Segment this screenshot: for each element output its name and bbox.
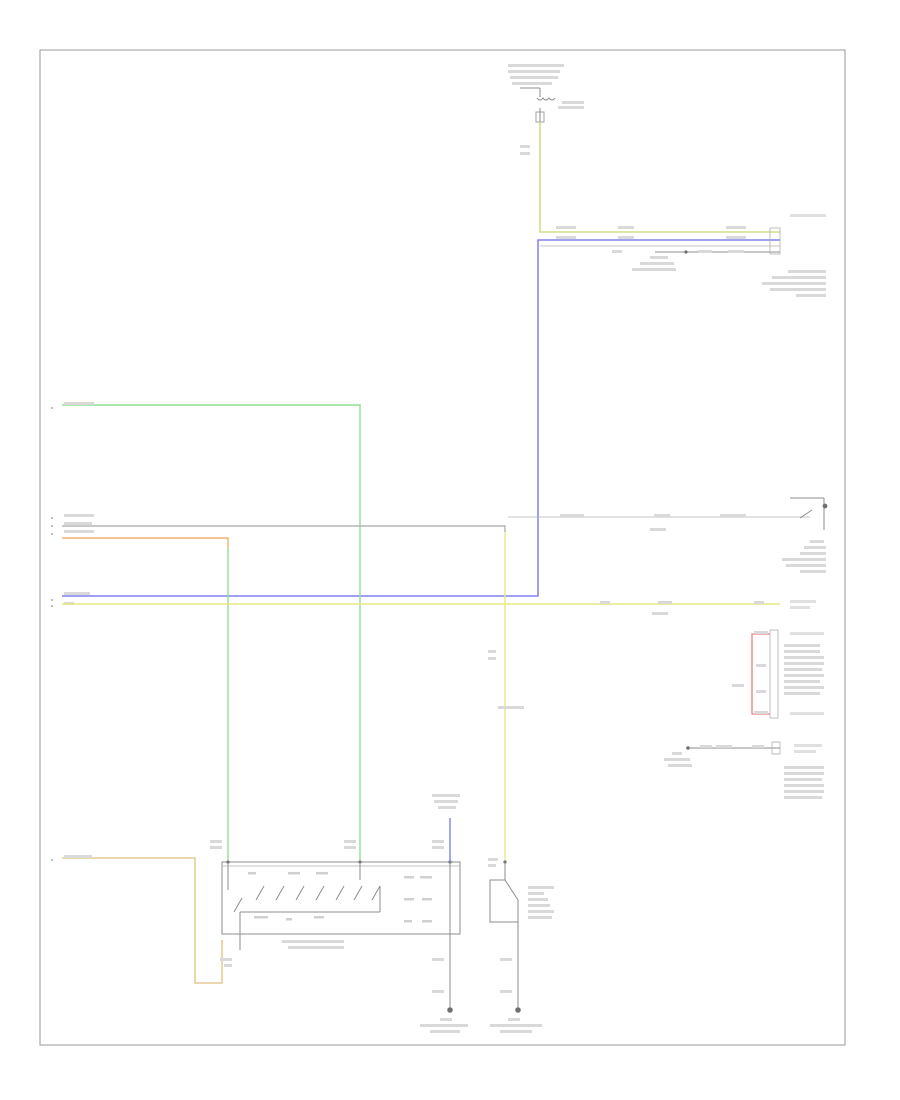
diagram-frame xyxy=(39,49,846,1046)
fuel-level-sensor-connector xyxy=(540,214,826,297)
sensor-red-loop xyxy=(732,629,824,719)
left-connector-rows xyxy=(51,514,94,607)
top-power-source xyxy=(508,64,584,155)
ground-left xyxy=(220,934,468,1033)
wire-orange xyxy=(62,537,229,548)
brake-fluid-level-switch xyxy=(488,858,554,1033)
wire-blue xyxy=(62,239,780,597)
wire-tan xyxy=(62,857,223,984)
wire-green-upper xyxy=(62,404,361,860)
wire-feed-yellow-green xyxy=(539,122,780,233)
pressure-switch xyxy=(782,497,828,573)
rear-sensor-row xyxy=(664,741,824,799)
instrument-cluster-switch-block xyxy=(210,840,461,949)
wire-gray-left xyxy=(62,525,506,532)
